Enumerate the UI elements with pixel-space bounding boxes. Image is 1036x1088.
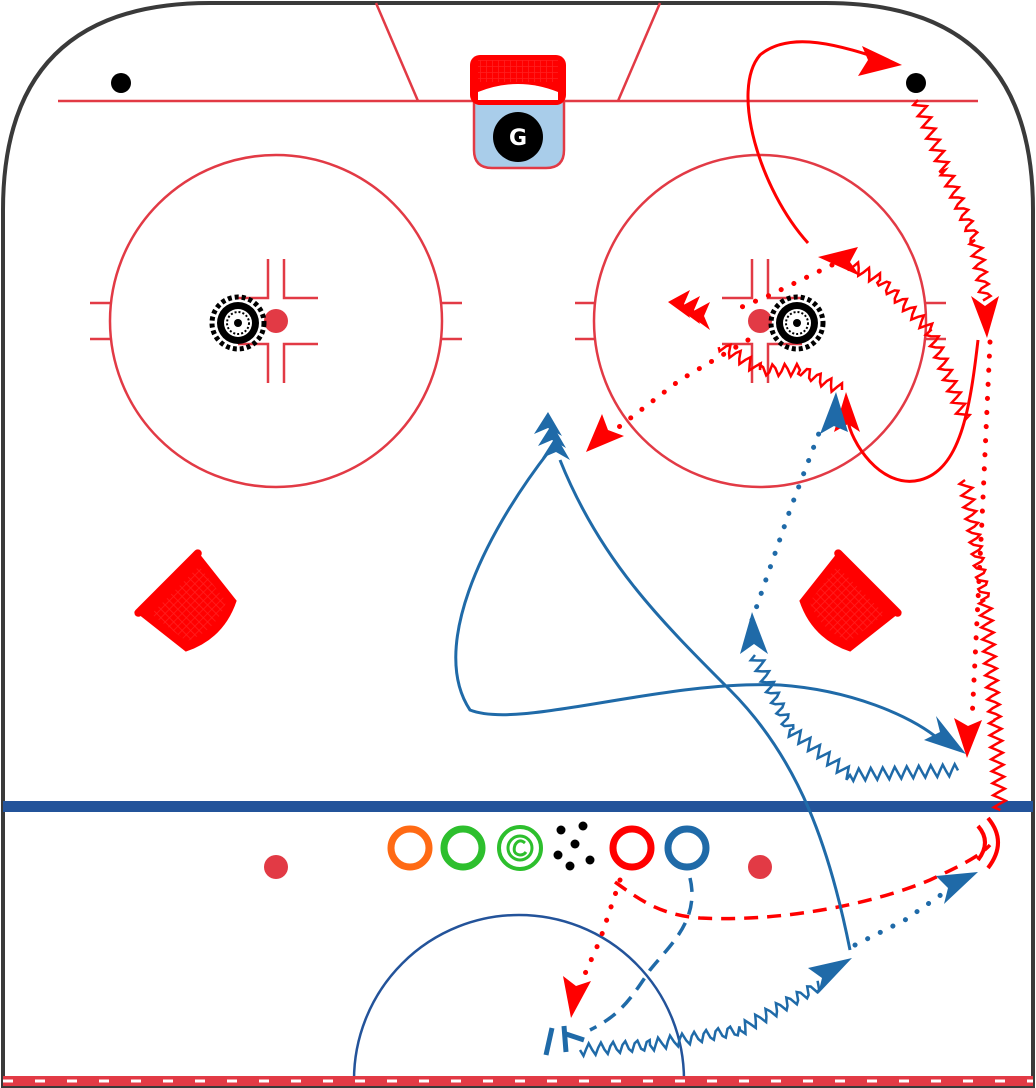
main-goal-net-icon [470,55,566,105]
red-skate-path [746,40,891,245]
red-skate-path [846,339,980,483]
blue-arrowhead [820,392,848,434]
blue-arrowhead [808,958,852,994]
red-shot-icon [668,290,710,330]
blue-player-ring-icon [664,825,710,871]
red-arrowhead [586,414,624,452]
faceoff-dot-left [264,309,288,333]
red-stop-icon [976,816,1000,870]
neutral-dot-left [264,855,288,879]
red-dribble-path [956,478,1009,812]
green-player-ring-icon [440,825,486,871]
red-pass-path [612,337,751,433]
blue-pass-path [852,889,948,948]
neutral-dot-right [748,855,772,879]
blue-player-icon [543,1025,585,1056]
blue-skate-path [589,877,694,1032]
puck-pile-icon [553,821,595,871]
red-arrowhead [563,976,591,1018]
blue-team-drill-paths [454,392,978,1059]
red-team-drill-paths [563,40,1009,1018]
goalie-label: G [509,126,527,151]
red-dribble-path [846,260,973,421]
trapezoid-line-left [374,2,420,102]
blue-arrowhead [936,872,978,904]
blue-shot-icon [534,412,570,460]
corner-dot-left [111,73,131,93]
red-skate-path [613,843,992,921]
red-pass-path [727,262,835,315]
blue-skate-path [454,449,941,742]
faceoff-dot-right [748,309,772,333]
faceoff-circle-left [90,153,462,489]
green-captain-icon [497,825,543,871]
red-dribble-path [910,99,993,302]
red-player-ring-icon [609,825,655,871]
blue-arrowhead [740,612,768,654]
red-arrowhead [818,247,860,276]
red-pass-path [969,339,993,723]
red-arrowhead [971,296,999,338]
blue-skate-path [558,459,852,951]
red-dribble-path [717,343,844,395]
center-circle [352,913,686,1081]
red-arrowhead [858,46,902,76]
orange-player-ring-icon [387,825,433,871]
blue-dribble-path [578,980,821,1059]
blue-line [3,801,1033,812]
blue-arrowhead [924,716,966,754]
red-arrowhead [954,718,982,758]
trapezoid-line-right [616,2,662,102]
blue-dribble-path [748,654,960,784]
corner-dot-right [906,73,926,93]
goalie-marker-icon: G [493,112,543,162]
